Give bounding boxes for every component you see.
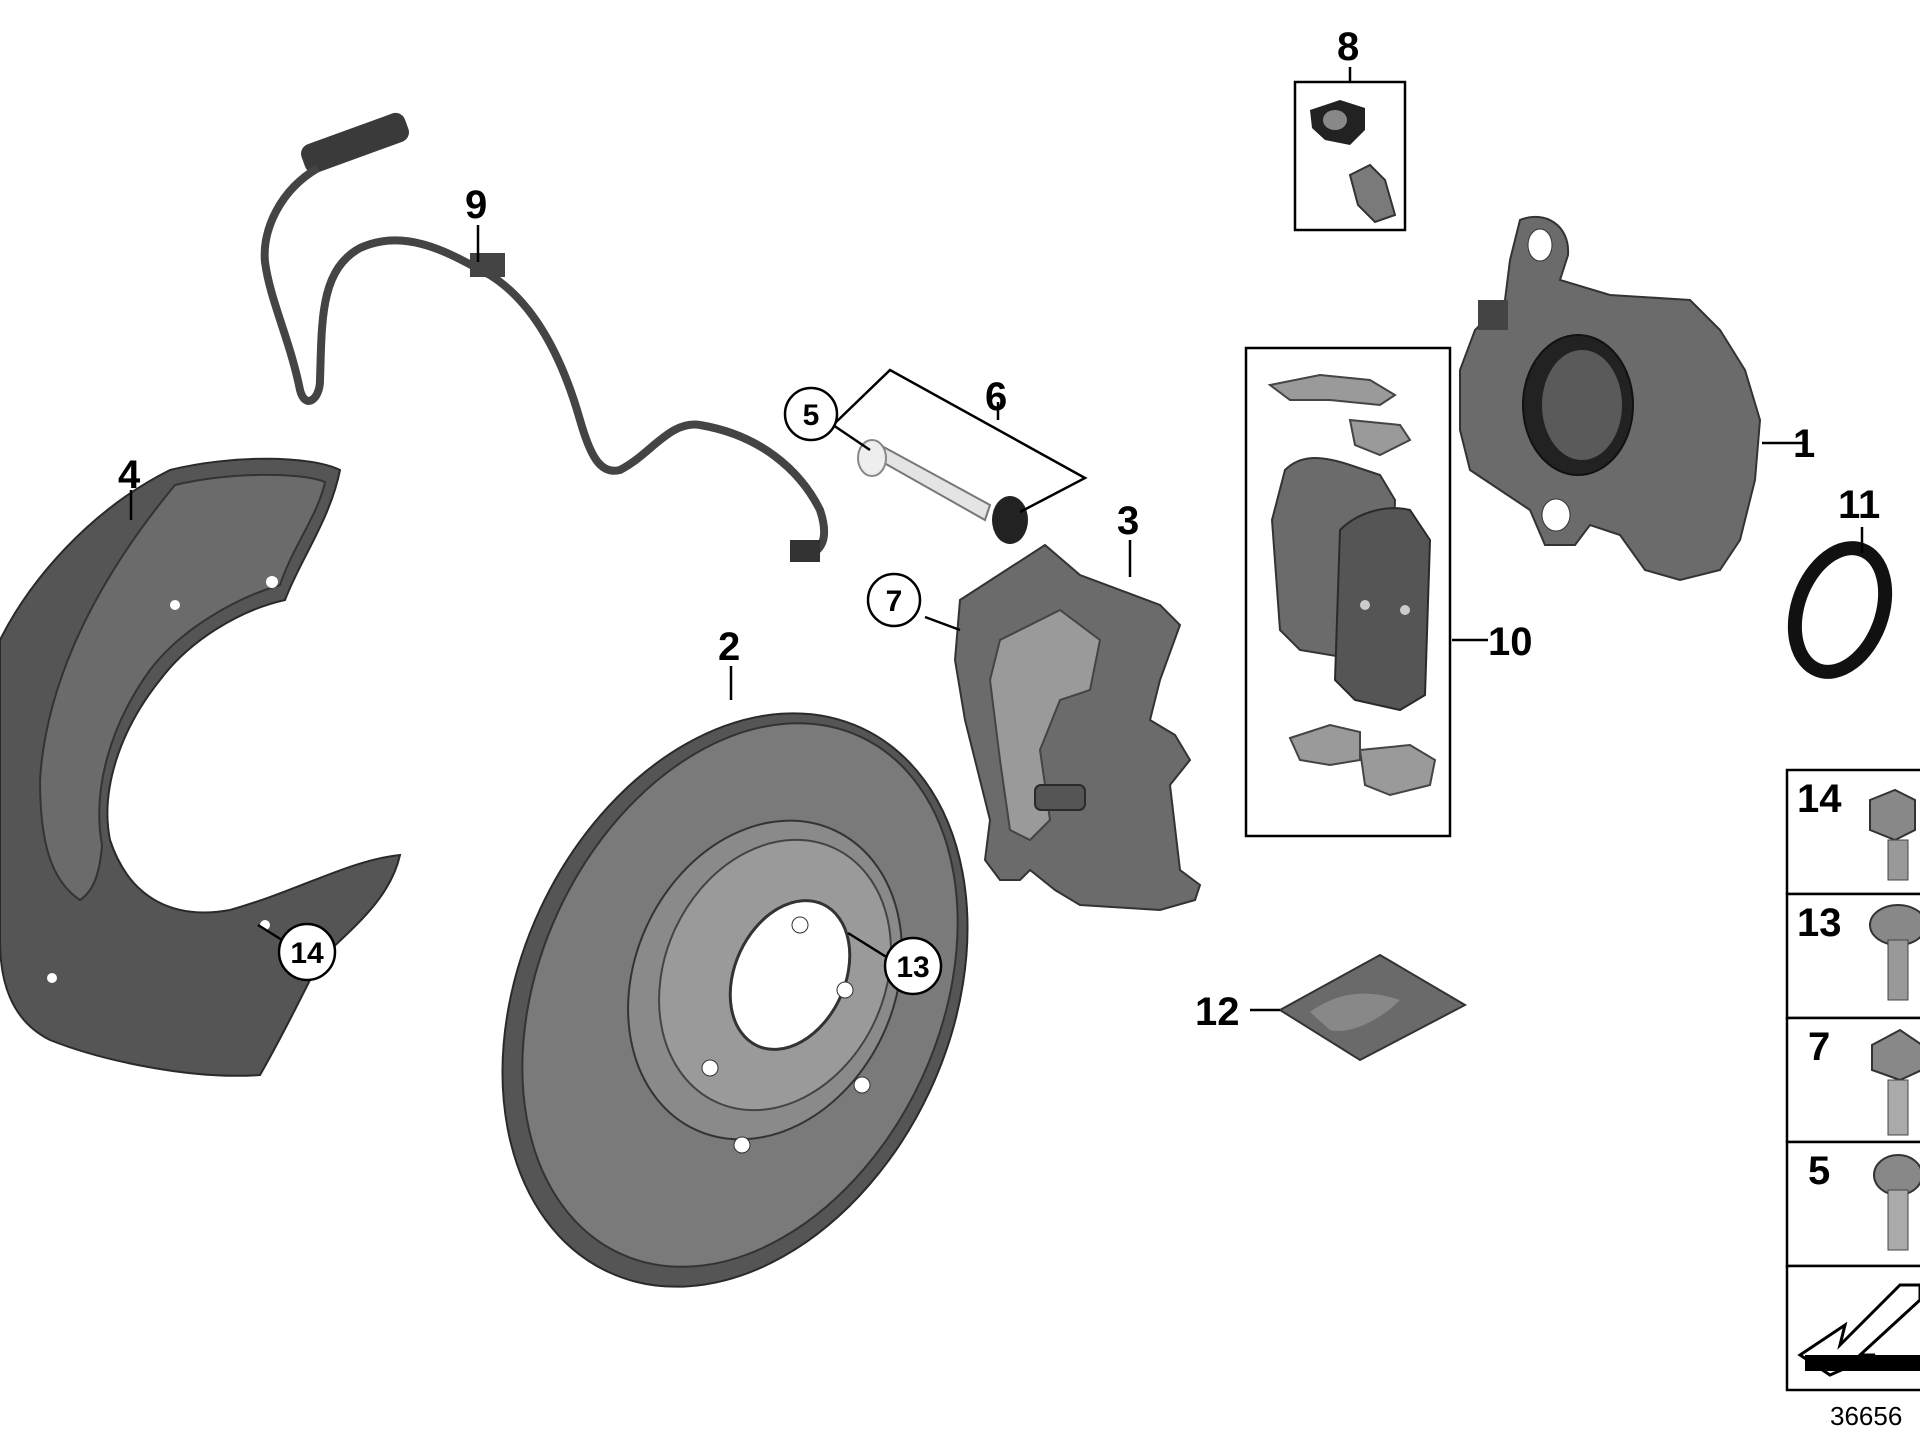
bolt-icon xyxy=(1869,788,1916,881)
bolt-icon xyxy=(1869,904,1920,1001)
brake-caliper-icon xyxy=(1459,215,1762,582)
callout-3: 3 xyxy=(1117,499,1139,543)
callout-13: 13 xyxy=(896,951,929,984)
wear-sensor-icon xyxy=(260,112,829,562)
grease-packet-icon xyxy=(1278,953,1468,1062)
bolt-icon xyxy=(1873,1154,1920,1251)
callout-7: 7 xyxy=(886,585,903,618)
guide-bolt-icon xyxy=(857,439,1028,544)
brake-disc-icon xyxy=(501,712,969,1288)
leader-lines xyxy=(129,67,1864,1012)
fastener-panel: 14 13 7 5 xyxy=(1785,768,1920,1392)
panel-label-7: 7 xyxy=(1808,1025,1830,1069)
seal-ring-icon xyxy=(1787,541,1893,679)
splash-shield-icon xyxy=(0,457,402,1077)
callout-1: 1 xyxy=(1793,422,1815,466)
panel-label-5: 5 xyxy=(1808,1149,1830,1193)
callout-circles xyxy=(277,386,943,996)
callout-6: 6 xyxy=(985,375,1007,419)
callout-11: 11 xyxy=(1838,483,1880,527)
callout-2: 2 xyxy=(718,625,740,669)
callout-5: 5 xyxy=(803,399,820,432)
diagram-id: 36656 xyxy=(1830,1401,1902,1431)
callout-10: 10 xyxy=(1488,620,1533,664)
panel-label-13: 13 xyxy=(1797,901,1842,945)
callout-8: 8 xyxy=(1337,25,1359,69)
panel-label-14: 14 xyxy=(1797,777,1842,821)
caliper-carrier-icon xyxy=(953,543,1202,912)
bleeder-valve-icon xyxy=(1310,100,1397,224)
callout-12: 12 xyxy=(1195,990,1240,1034)
bolt-icon xyxy=(1871,1028,1920,1136)
callout-4: 4 xyxy=(118,453,141,497)
arrow-icon xyxy=(1797,1283,1920,1377)
brake-pads-icon xyxy=(1267,373,1437,797)
callout-14: 14 xyxy=(290,937,324,970)
callout-9: 9 xyxy=(465,183,487,227)
